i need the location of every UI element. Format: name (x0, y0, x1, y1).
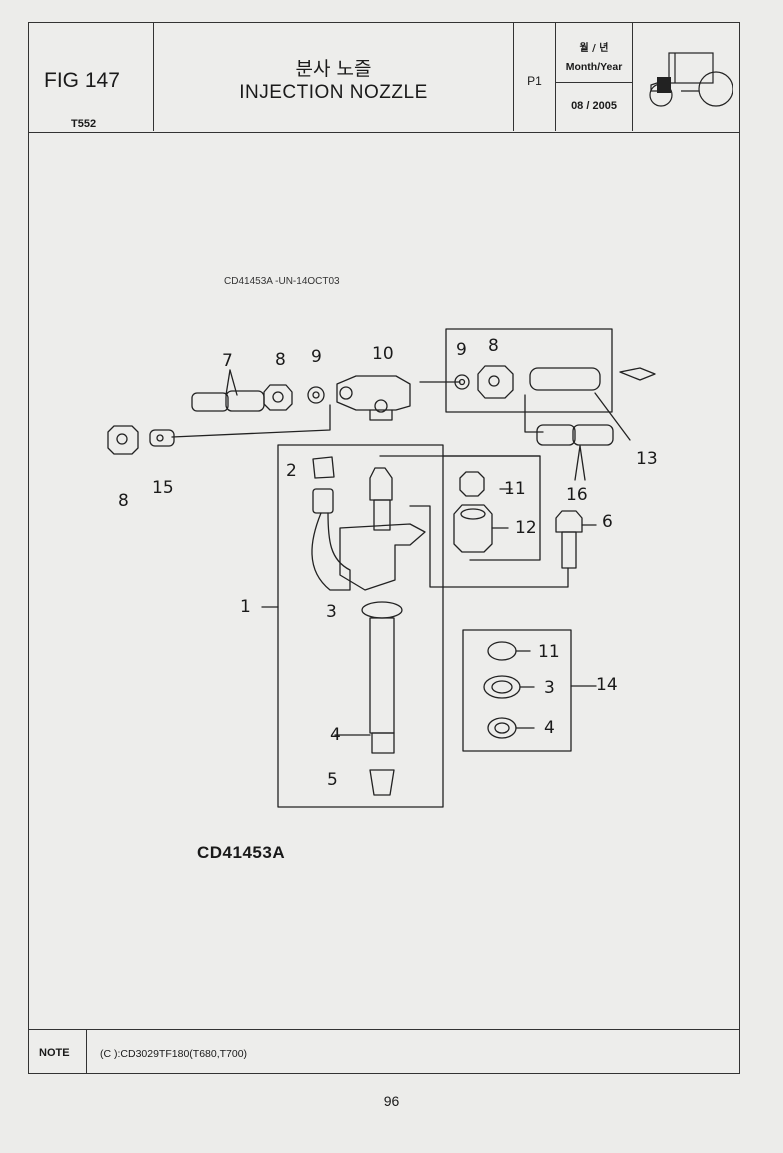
drawing-reference: CD41453A -UN-14OCT03 (224, 276, 340, 287)
callout-1: 1 (240, 597, 251, 617)
parts-catalog-sheet: FIG 147 T552 분사 노즐 INJECTION NOZZLE P1 월… (28, 22, 740, 1074)
callout-7: 7 (222, 351, 233, 371)
callout-9-right: 9 (456, 340, 467, 360)
header-block: FIG 147 T552 분사 노즐 INJECTION NOZZLE P1 월… (29, 23, 739, 133)
callout-14: 14 (596, 675, 618, 695)
date-cell: 월 / 년 Month/Year 08 / 2005 (556, 23, 633, 131)
page-number: 96 (383, 1093, 400, 1109)
page-label: P1 (527, 74, 542, 88)
callout-10: 10 (372, 344, 394, 364)
callout-3: 3 (326, 602, 337, 622)
callout-4: 4 (330, 725, 341, 745)
kit-callout-11: 11 (538, 642, 560, 662)
callout-16: 16 (566, 485, 588, 505)
kit-callout-3: 3 (544, 678, 555, 698)
drawing-part-number: CD41453A (197, 843, 286, 862)
date-label-box: 월 / 년 Month/Year (556, 23, 632, 83)
callout-9: 9 (311, 347, 322, 367)
page-cell: P1 (514, 23, 556, 131)
callout-12: 12 (515, 518, 537, 538)
date-label-korean: 월 / 년 (579, 43, 609, 54)
date-label-english: Month/Year (565, 61, 623, 73)
note-text: (C ):CD3029TF180(T680,T700) (100, 1048, 248, 1060)
model-code: T552 (71, 118, 97, 130)
tractor-icon (649, 52, 733, 107)
left-callout-8: 8 (118, 491, 129, 511)
title-korean: 분사 노즐 (295, 58, 372, 80)
nozzle-assembly-frame (277, 444, 444, 808)
callout-13: 13 (636, 449, 658, 469)
illustration-cell (633, 23, 741, 131)
note-row: NOTE (C ):CD3029TF180(T680,T700) (29, 1029, 739, 1073)
right-fittings-frame (445, 328, 613, 413)
figure-number: FIG 147 (44, 69, 120, 92)
seal-kit-frame (462, 629, 572, 752)
callout-6: 6 (602, 512, 613, 532)
callout-8: 8 (275, 350, 286, 370)
title-cell: 분사 노즐 INJECTION NOZZLE (154, 23, 514, 131)
callout-15: 15 (152, 478, 174, 498)
callout-2: 2 (286, 461, 297, 481)
kit-callout-4: 4 (544, 718, 555, 738)
callout-8-right: 8 (488, 336, 499, 356)
title-english: INJECTION NOZZLE (239, 82, 428, 103)
callout-11: 11 (504, 479, 526, 499)
note-label: NOTE (39, 1047, 70, 1059)
date-value: 08 / 2005 (571, 100, 617, 112)
figure-cell: FIG 147 T552 (29, 23, 154, 131)
callout-5: 5 (327, 770, 338, 790)
note-label-cell: NOTE (29, 1030, 87, 1073)
